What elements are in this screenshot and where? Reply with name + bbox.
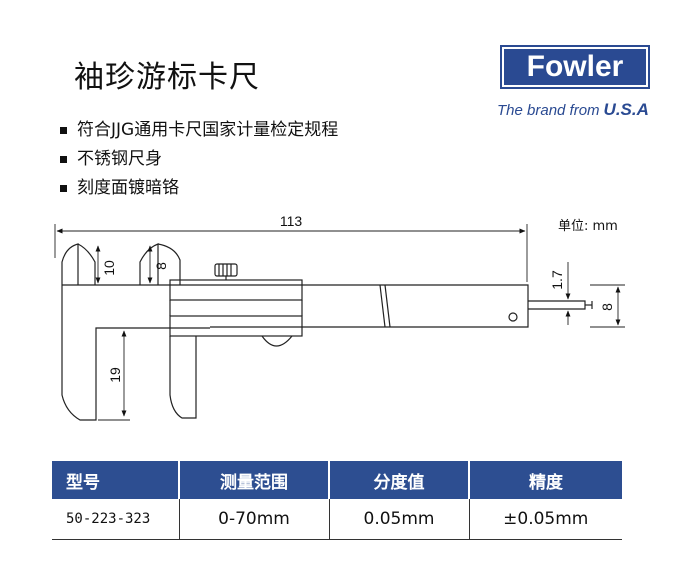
- dim-text-upper-left: 10: [101, 260, 117, 276]
- dim-text-total: 113: [280, 213, 303, 229]
- unit-label: 单位: mm: [558, 219, 618, 234]
- header-accuracy: 精度: [468, 461, 622, 499]
- brand-logo: Fowler: [500, 45, 650, 89]
- feature-text: 符合JJG通用卡尺国家计量检定规程: [77, 120, 339, 140]
- brand-tagline-text: The brand from: [497, 102, 600, 119]
- depth-rod: [528, 300, 586, 310]
- dim-text-depth: 1.7: [549, 270, 565, 290]
- beam-outline: [62, 284, 529, 328]
- page-title: 袖珍游标卡尺: [74, 60, 260, 95]
- fixed-jaw-upper: [61, 243, 79, 285]
- cell-model: 50-223-323: [52, 499, 179, 540]
- header-model: 型号: [52, 461, 179, 499]
- thumb-wheel: [261, 335, 293, 347]
- dim-text-upper-right: 8: [153, 262, 169, 270]
- table-row: 50-223-323 0-70mm 0.05mm ±0.05mm: [52, 499, 622, 540]
- feature-text: 不锈钢尺身: [77, 149, 162, 169]
- bullet-square-icon: [60, 156, 67, 163]
- spec-table: 型号 测量范围 分度值 精度 50-223-323 0-70mm 0.05mm …: [52, 461, 622, 540]
- dim-text-lower: 19: [107, 367, 123, 383]
- beam-break: [379, 284, 386, 328]
- slide-jaw-lower: [169, 336, 197, 419]
- feature-item: 符合JJG通用卡尺国家计量检定规程: [60, 116, 338, 145]
- fixed-jaw-lower: [61, 285, 210, 421]
- feature-item: 刻度面镀暗铬: [60, 174, 338, 203]
- cell-resolution: 0.05mm: [328, 499, 469, 540]
- brand-tagline-country: U.S.A: [603, 100, 649, 119]
- bullet-square-icon: [60, 127, 67, 134]
- thumb-screw: [214, 263, 238, 277]
- header-range: 测量范围: [178, 461, 329, 499]
- feature-item: 不锈钢尺身: [60, 145, 338, 174]
- dim-text-beam: 8: [599, 303, 615, 311]
- bullet-square-icon: [60, 185, 67, 192]
- beam-hole: [508, 312, 518, 322]
- feature-list: 符合JJG通用卡尺国家计量检定规程 不锈钢尺身 刻度面镀暗铬: [60, 116, 338, 203]
- slider-bottom: [169, 315, 303, 337]
- feature-text: 刻度面镀暗铬: [77, 178, 179, 198]
- beam-break-2: [384, 284, 391, 328]
- brand-logo-text: Fowler: [504, 49, 646, 85]
- slider-top: [169, 279, 303, 301]
- header-resolution: 分度值: [328, 461, 469, 499]
- spec-table-header-row: 型号 测量范围 分度值 精度: [52, 461, 622, 499]
- cell-range: 0-70mm: [178, 499, 329, 540]
- cell-accuracy: ±0.05mm: [468, 499, 622, 540]
